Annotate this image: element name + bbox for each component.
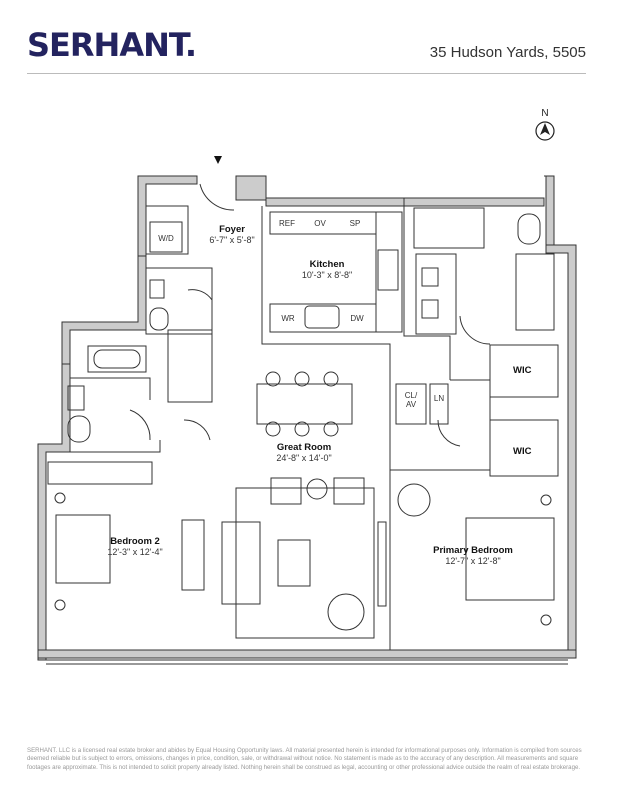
room-bedroom-2-name: Bedroom 2 <box>110 536 160 547</box>
room-great-room-name: Great Room <box>276 442 332 453</box>
room-great-room: Great Room 24'-8" x 14'-0" <box>256 442 352 464</box>
room-kitchen-name: Kitchen <box>309 259 345 270</box>
room-kitchen: Kitchen 10'-3" x 8'-8" <box>282 259 372 281</box>
washer-dryer-label: W/D <box>158 234 174 243</box>
oven-label: OV <box>314 219 326 228</box>
north-indicator: N <box>531 108 559 146</box>
room-foyer-dims: 6'-7" x 5'-8" <box>209 235 255 245</box>
serhant-logo: SERHANT. <box>27 26 197 64</box>
legal-disclaimer: SERHANT. LLC is a licensed real estate b… <box>27 747 582 771</box>
room-bedroom-2-dims: 12'-3" x 12'-4" <box>107 547 163 557</box>
room-bedroom-2: Bedroom 2 12'-3" x 12'-4" <box>90 536 180 558</box>
room-foyer: Foyer 6'-7" x 5'-8" <box>192 224 272 246</box>
room-primary-bedroom-name: Primary Bedroom <box>433 545 513 556</box>
header-divider <box>27 73 586 74</box>
speed-oven-label: SP <box>349 219 361 228</box>
room-primary-bedroom-dims: 12'-7" x 12'-8" <box>445 556 501 566</box>
room-kitchen-dims: 10'-3" x 8'-8" <box>301 270 353 280</box>
wine-refrigerator-label: WR <box>281 314 295 323</box>
compass-icon <box>535 121 555 141</box>
walk-in-closet-1-label: WIC <box>513 365 532 376</box>
room-foyer-name: Foyer <box>219 224 245 235</box>
refrigerator-label: REF <box>279 219 295 228</box>
listing-address: 35 Hudson Yards, 5505 <box>429 44 586 61</box>
linen-closet-label: LN <box>433 394 445 403</box>
walk-in-closet-2-label: WIC <box>513 446 532 457</box>
closet-av-label: CL/ AV <box>404 391 418 409</box>
north-label: N <box>541 108 549 119</box>
dishwasher-label: DW <box>350 314 364 323</box>
room-great-room-dims: 24'-8" x 14'-0" <box>276 453 332 463</box>
room-primary-bedroom: Primary Bedroom 12'-7" x 12'-8" <box>418 545 528 567</box>
